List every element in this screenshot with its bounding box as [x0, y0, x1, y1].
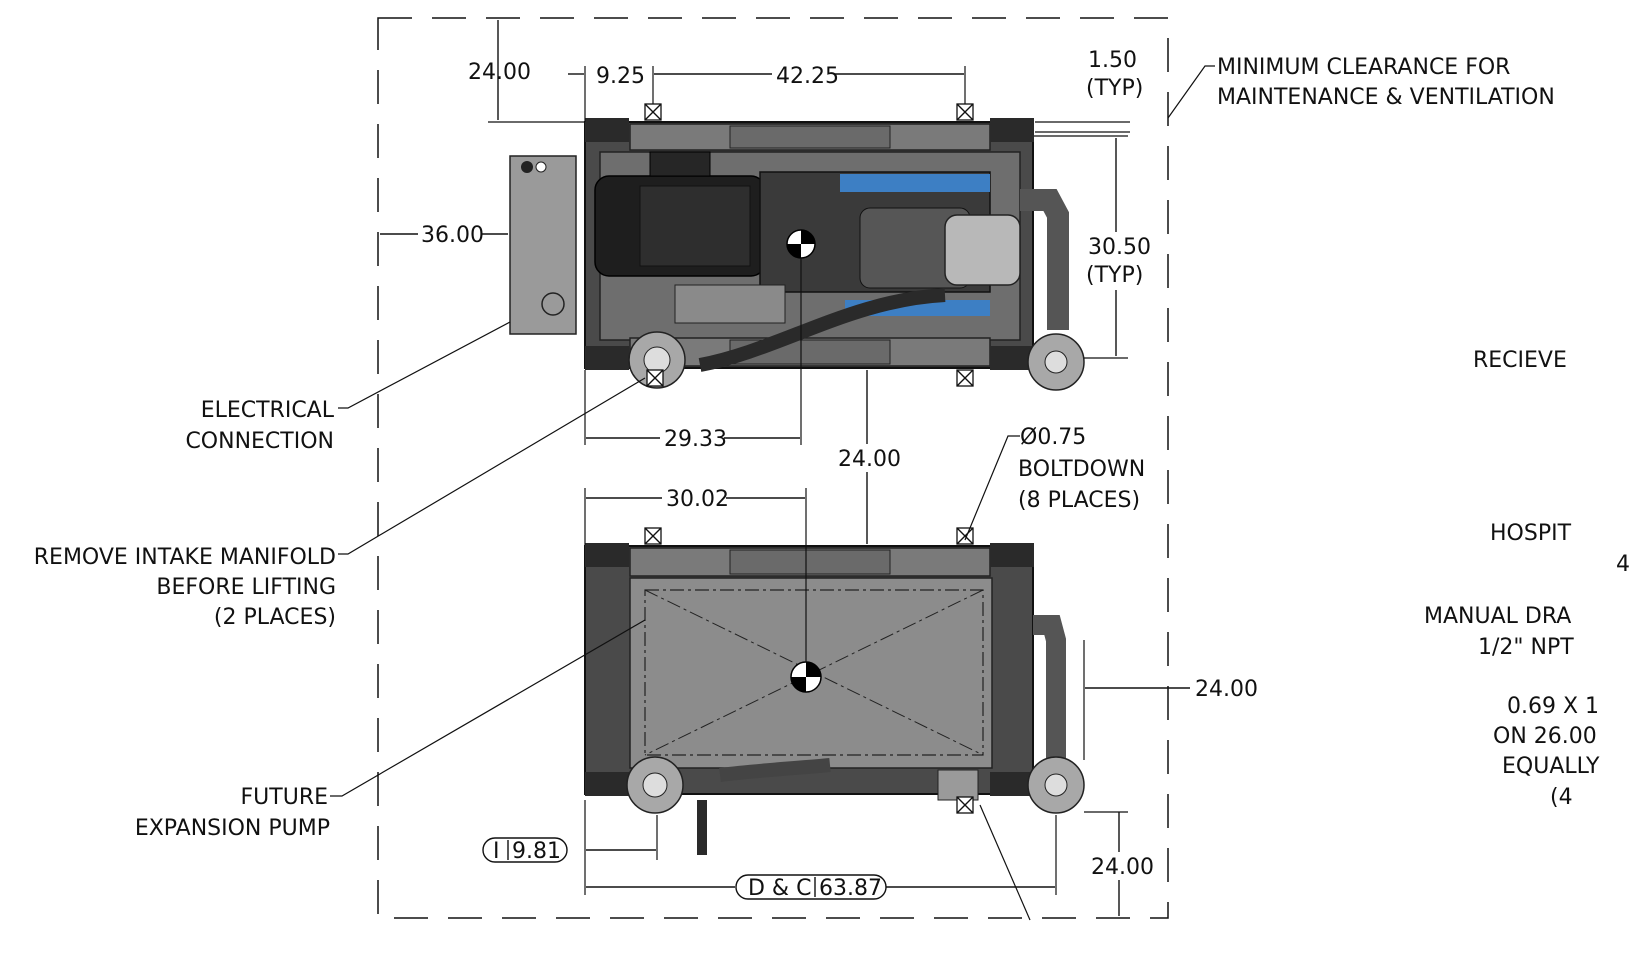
electrical-note-line2: CONNECTION: [185, 429, 334, 454]
outlet-flange-bore: [1044, 350, 1068, 374]
electrical-note-line1: ELECTRICAL: [201, 398, 335, 423]
cropped-note: HOSPIT: [1490, 521, 1572, 546]
dimension-lines: [380, 20, 1190, 916]
leader-lines: [330, 65, 1215, 921]
boltdown-marker: [644, 527, 662, 545]
cropped-note: ON 26.00: [1493, 724, 1597, 749]
lower-hose: [719, 758, 831, 782]
top-rail-slot: [729, 125, 891, 149]
control-knob: [535, 161, 547, 173]
boltdown-marker: [956, 527, 974, 545]
boltdown-marker: [644, 103, 662, 121]
intake-flange-bore: [642, 772, 668, 798]
control-knob: [521, 161, 533, 173]
cropped-note: MANUAL DRA: [1424, 604, 1571, 629]
cropped-note: 0.69 X 1: [1507, 694, 1599, 719]
top-view: [509, 103, 1085, 391]
boltdown-note-line2: BOLTDOWN: [1018, 457, 1145, 482]
corner-bracket: [585, 346, 629, 370]
boltdown-note-line1: Ø0.75: [1020, 425, 1086, 450]
intake-hose: [698, 288, 946, 372]
cropped-note: EQUALLY: [1502, 754, 1600, 779]
outlet-flange-bore: [1044, 773, 1068, 797]
boltdown-marker: [956, 103, 974, 121]
cropped-note: 4: [1616, 552, 1630, 577]
dim-between-views: 24.00: [838, 447, 901, 472]
dim-frame-depth-note: (TYP): [1086, 263, 1143, 288]
cropped-notes: RECIEVE HOSPIT 4 MANUAL DRA 1/2" NPT 0.6…: [1424, 348, 1630, 810]
cropped-note: 1/2" NPT: [1478, 635, 1574, 660]
motor-fins: [639, 185, 751, 267]
center-of-gravity-marker: [790, 661, 822, 693]
dim-bolt-spacing: 42.25: [776, 64, 839, 89]
dim-left-clearance: 36.00: [421, 223, 484, 248]
callout-notes: MINIMUM CLEARANCE FOR MAINTENANCE & VENT…: [34, 55, 1555, 841]
expansion-pump-outline: [644, 589, 984, 756]
corner-bracket: [585, 772, 629, 796]
dimension-labels: 24.00 9.25 42.25 1.50 (TYP) 36.00 30.50 …: [421, 48, 1258, 901]
corner-bracket: [990, 346, 1034, 370]
dim-bottom-clearance: 24.00: [1091, 855, 1154, 880]
dim-cg-x-bottom: 30.02: [666, 487, 729, 512]
boltdown-marker: [646, 369, 664, 387]
drain-tag-box: [735, 874, 887, 900]
drain-connection-dim: 63.87: [819, 876, 882, 901]
bottom-view: [584, 527, 1085, 855]
intake-tag-box: [482, 837, 568, 863]
corner-bracket: [990, 772, 1034, 796]
intake-connection-dim: 9.81: [512, 839, 561, 864]
future-note-line1: FUTURE: [241, 785, 328, 810]
pump-label-strip: [840, 174, 990, 192]
clearance-boundary: [377, 17, 1169, 919]
manifold-note-line3: (2 PLACES): [214, 605, 336, 630]
drain-box: [937, 769, 979, 801]
manifold-note-line1: REMOVE INTAKE MANIFOLD: [34, 545, 336, 570]
corner-bracket: [990, 118, 1034, 142]
corner-bracket: [585, 118, 629, 142]
gray-panel: [674, 284, 786, 324]
clearance-note-line2: MAINTENANCE & VENTILATION: [1217, 85, 1555, 110]
boltdown-marker: [956, 796, 974, 814]
dim-edge-offset-note: (TYP): [1086, 76, 1143, 101]
right-pipe: [1033, 615, 1066, 760]
dim-frame-depth: 30.50: [1088, 235, 1151, 260]
corner-bracket: [585, 543, 629, 567]
dim-left-offset: 9.25: [596, 64, 645, 89]
dim-right-clearance: 24.00: [1195, 677, 1258, 702]
future-note-line2: EXPANSION PUMP: [135, 816, 330, 841]
electrical-port: [541, 292, 565, 316]
control-box: [509, 155, 577, 335]
intake-flange-bore: [643, 346, 671, 374]
intake-connection-tag: I: [493, 839, 500, 864]
boltdown-marker: [956, 369, 974, 387]
manifold-note-line2: BEFORE LIFTING: [156, 575, 336, 600]
cropped-note: (4: [1550, 785, 1573, 810]
motor-terminal-box: [649, 151, 711, 177]
bottom-rail-slot: [729, 549, 891, 575]
filter-canister: [944, 214, 1021, 286]
right-pipe: [1020, 189, 1069, 330]
dim-top-clearance: 24.00: [468, 60, 531, 85]
center-of-gravity-marker: [786, 229, 816, 259]
cropped-note: RECIEVE: [1473, 348, 1567, 373]
drain-connection-tag: D & C: [748, 876, 811, 901]
clearance-note-line1: MINIMUM CLEARANCE FOR: [1217, 55, 1510, 80]
dim-edge-offset: 1.50: [1088, 48, 1137, 73]
boltdown-note-line3: (8 PLACES): [1018, 488, 1140, 513]
corner-bracket: [990, 543, 1034, 567]
dim-cg-x-top: 29.33: [664, 427, 727, 452]
